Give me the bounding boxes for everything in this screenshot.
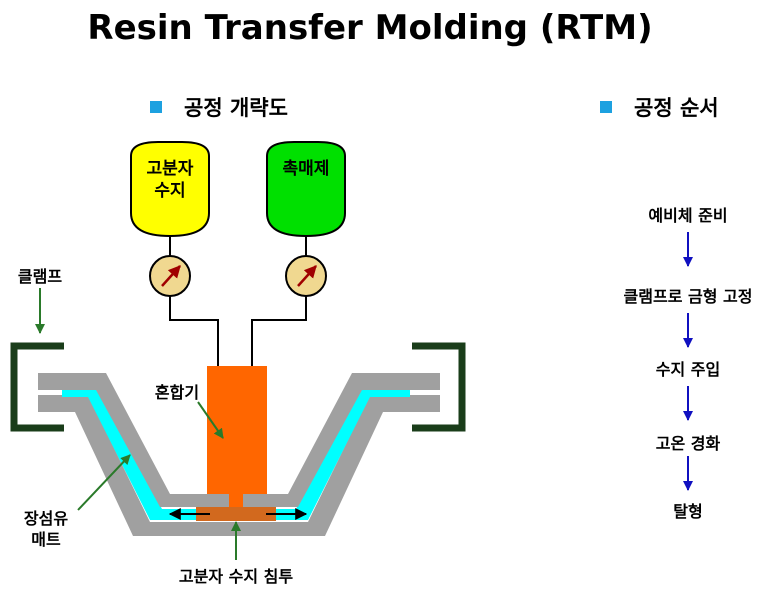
square-bullet-icon bbox=[150, 101, 162, 113]
resin-tank-label: 고분자 수지 bbox=[131, 158, 209, 202]
fiber-mat-label-line2: 매트 bbox=[31, 530, 61, 549]
mold-lower bbox=[38, 395, 440, 536]
clamp-label: 클램프 bbox=[17, 267, 63, 286]
resin-pressure-gauge-icon bbox=[149, 255, 191, 297]
resin-tank bbox=[130, 141, 210, 238]
left-clamp bbox=[10, 342, 64, 432]
resin-infiltration-zone bbox=[196, 507, 276, 521]
catalyst-tank-label: 촉매제 bbox=[282, 159, 330, 179]
schematic-heading: 공정 개략도 bbox=[150, 92, 288, 122]
process-step: 수지 주입 bbox=[655, 360, 721, 379]
mold-upper bbox=[38, 373, 440, 507]
square-bullet-icon bbox=[600, 101, 612, 113]
mixer-nozzle bbox=[229, 494, 243, 507]
right-clamp bbox=[412, 342, 466, 432]
catalyst-tank bbox=[266, 141, 346, 238]
resin-tank-label-line1: 고분자 bbox=[146, 159, 194, 179]
process-step: 탈형 bbox=[673, 502, 703, 521]
infiltration-label: 고분자 수지 침투 bbox=[178, 567, 294, 586]
process-step: 예비체 준비 bbox=[648, 206, 728, 225]
resin-tank-label-line2: 수지 bbox=[154, 181, 186, 201]
fiber-mat-label-line1: 장섬유 bbox=[23, 509, 69, 528]
page-title: Resin Transfer Molding (RTM) bbox=[87, 8, 653, 48]
mixer bbox=[207, 366, 267, 494]
mixer-label: 혼합기 bbox=[154, 383, 200, 402]
fiber-mat-label: 장섬유 매트 bbox=[6, 508, 86, 550]
sequence-heading-label: 공정 순서 bbox=[634, 96, 719, 120]
process-step: 클램프로 금형 고정 bbox=[623, 287, 753, 306]
schematic-heading-label: 공정 개략도 bbox=[184, 96, 288, 120]
process-step: 고온 경화 bbox=[655, 434, 721, 453]
catalyst-pressure-gauge-icon bbox=[285, 255, 327, 297]
sequence-heading: 공정 순서 bbox=[600, 92, 719, 122]
